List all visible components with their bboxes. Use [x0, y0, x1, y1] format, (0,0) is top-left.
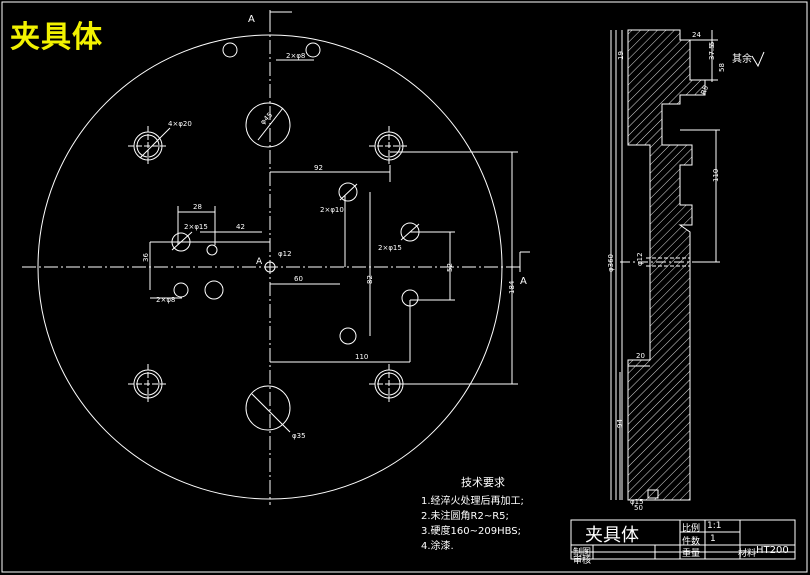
weight-label: 重量 — [682, 549, 701, 559]
dim-label: φ45 — [259, 111, 274, 126]
material-value: HT200 — [756, 545, 789, 556]
hole — [339, 327, 357, 345]
dim-label: 28 — [193, 203, 202, 211]
hole-phi10 — [338, 182, 358, 202]
dim-label: 110 — [355, 353, 368, 361]
drawn-label: 制图 — [573, 548, 592, 558]
hole — [204, 280, 224, 300]
side-dim-label: 94 — [616, 419, 624, 428]
title-block-part-name: 夹具体 — [585, 525, 639, 546]
dim-label: 2×φ15 — [378, 244, 402, 252]
side-dim-label: 19 — [617, 51, 625, 60]
dim-label: φ12 — [278, 250, 292, 258]
corner-title: 夹具体 — [10, 20, 103, 55]
side-section-view — [610, 29, 720, 501]
technical-requirements: 技术要求 1.经淬火处理后再加工; 2.未注圆角R2~R5; 3.硬度160~2… — [421, 475, 524, 554]
hole — [305, 42, 321, 58]
dim-label: 82 — [366, 275, 374, 284]
section-letter-right: A — [520, 276, 527, 287]
material-label: 材料 — [738, 549, 757, 559]
side-dim-label: 20 — [636, 352, 645, 360]
section-marker-top — [269, 10, 292, 30]
side-dim-label: 37.5 — [708, 44, 716, 60]
dim-label: 60 — [294, 275, 303, 283]
side-dim-label: φ12 — [636, 252, 644, 266]
hole — [222, 42, 238, 58]
hole — [206, 244, 218, 256]
center-hole — [264, 261, 276, 273]
scale-value: 1:1 — [707, 521, 722, 531]
dim-label: 2×φ15 — [184, 223, 208, 231]
side-dim-label: 5 — [708, 42, 716, 46]
leader-line — [257, 107, 284, 141]
scale-label: 比例 — [682, 524, 701, 534]
side-dim-label: 110 — [712, 169, 720, 182]
dim-label: 52 — [446, 263, 454, 272]
qty-label: 件数 — [682, 537, 701, 547]
dim-label: 2×φ10 — [320, 206, 344, 214]
title-block — [570, 519, 796, 560]
dim-label: 36 — [142, 253, 150, 262]
dim-label: 42 — [236, 223, 245, 231]
section-letter-top: A — [248, 14, 255, 25]
surface-finish-note: 其余 — [732, 52, 752, 65]
side-dim-label: 50 — [634, 504, 643, 512]
hole-phi8 — [173, 282, 189, 298]
dim-label: 2×φ8 — [156, 296, 175, 304]
tech-req-item: 2.未注圆角R2~R5; — [421, 511, 509, 522]
surface-finish-symbol — [751, 51, 765, 68]
dim-label: 92 — [314, 164, 323, 172]
qty-value: 1 — [710, 534, 716, 544]
side-dim-label: φ15 — [630, 498, 644, 506]
large-hole-top — [245, 102, 291, 148]
front-view — [22, 18, 520, 505]
dim-label: 184 — [508, 280, 516, 294]
side-dim-label: 24 — [692, 31, 701, 39]
section-marker-right — [519, 251, 530, 272]
side-dim-label: φ360 — [607, 254, 615, 272]
dim-label: φ35 — [292, 432, 306, 440]
tech-req-item: 1.经淬火处理后再加工; — [421, 496, 524, 507]
large-hole-bottom — [245, 385, 291, 431]
check-label: 审核 — [573, 556, 592, 566]
tech-req-heading: 技术要求 — [461, 476, 505, 489]
side-dim-label: R5 — [699, 84, 710, 96]
tech-req-item: 4.涂漆. — [421, 541, 454, 552]
section-letter-center: A — [256, 257, 263, 267]
side-dim-label: 58 — [718, 63, 726, 72]
dim-label: 2×φ8 — [286, 52, 305, 60]
tech-req-item: 3.硬度160~209HBS; — [421, 526, 522, 537]
dim-label: 4×φ20 — [168, 120, 192, 128]
